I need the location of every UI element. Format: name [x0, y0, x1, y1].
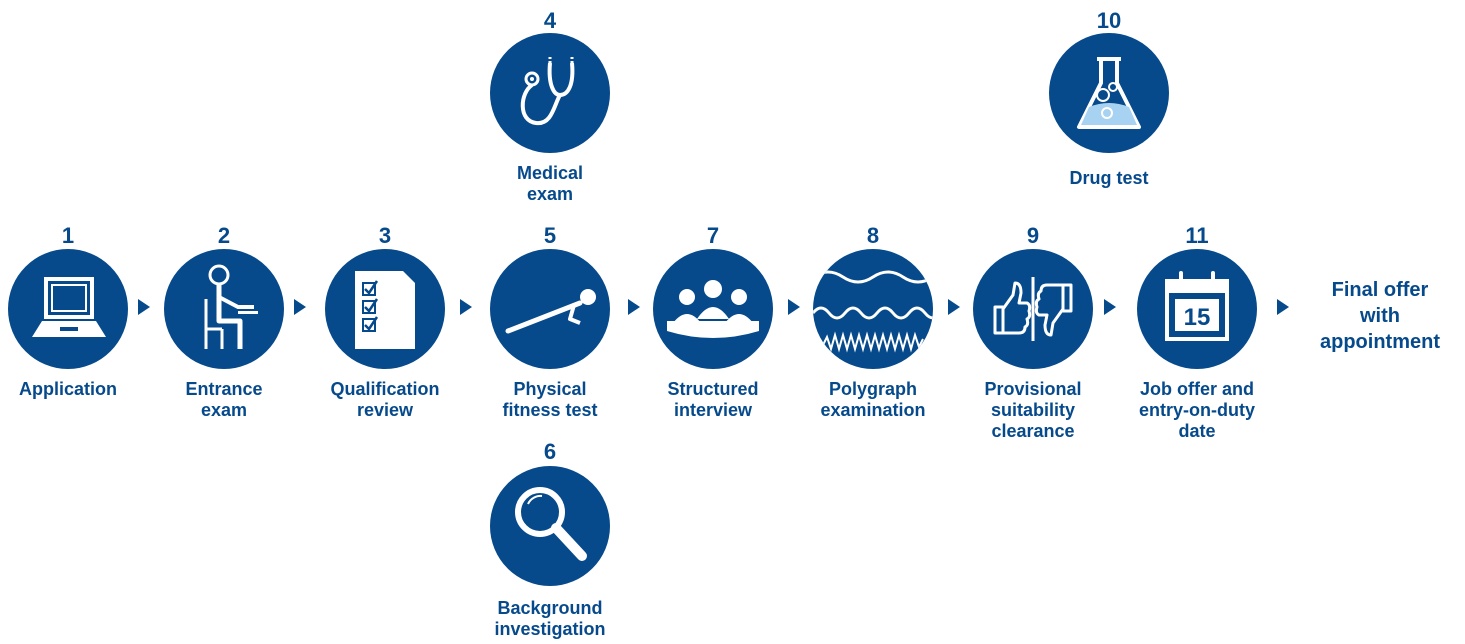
laptop-icon [32, 277, 106, 337]
step-8-label: Polygraph examination [820, 379, 926, 420]
step-10-circle [1049, 33, 1169, 153]
flow-arrow [1104, 299, 1116, 315]
flask-icon [1077, 57, 1141, 129]
calendar-icon: 15 [1165, 271, 1229, 341]
thumbs-up-down-icon [993, 277, 1073, 341]
step-9-number: 9 [1026, 223, 1040, 248]
step-1-label: Application [19, 379, 117, 399]
step-9-circle [973, 249, 1093, 369]
step-7-label: Structured interview [667, 379, 759, 420]
step-6-number: 6 [543, 439, 557, 464]
step-10-label: Drug test [1069, 168, 1149, 188]
step-5-number: 5 [543, 223, 557, 248]
step-3-number: 3 [378, 223, 392, 248]
step-11-number: 11 [1185, 223, 1209, 248]
step-7-circle [653, 249, 773, 369]
step-10-number: 10 [1096, 8, 1122, 33]
step-8-circle [813, 249, 933, 369]
push-up-icon [505, 289, 596, 334]
step-1-number: 1 [61, 223, 75, 248]
step-1-circle [8, 249, 128, 369]
step-11-circle: 15 [1137, 249, 1257, 369]
step-5-circle [490, 249, 610, 369]
calendar-day: 15 [1184, 304, 1211, 331]
flow-arrow [948, 299, 960, 315]
step-2-circle [164, 249, 284, 369]
step-4-label: Medical exam [516, 163, 584, 204]
flow-arrow [628, 299, 640, 315]
step-4-circle [490, 33, 610, 153]
flow-arrow [1277, 299, 1289, 315]
interview-panel-icon [667, 280, 759, 338]
step-4-number: 4 [543, 8, 557, 33]
magnifier-icon [515, 487, 587, 561]
flow-arrow [460, 299, 472, 315]
step-5-label: Physical fitness test [502, 379, 598, 420]
seated-person-icon [204, 264, 258, 349]
step-8-number: 8 [866, 223, 880, 248]
step-2-number: 2 [217, 223, 231, 248]
polygraph-waves-icon [813, 270, 933, 353]
step-9-label: Provisional suitability clearance [984, 379, 1082, 441]
final-offer-label: Final offer with appointment [1320, 279, 1440, 353]
flow-arrow [294, 299, 306, 315]
step-7-number: 7 [706, 223, 720, 248]
step-11-label: Job offer and entry-on-duty date [1139, 379, 1255, 441]
step-6-circle [490, 466, 610, 586]
step-2-label: Entrance exam [185, 379, 263, 420]
step-6-label: Background investigation [494, 598, 606, 639]
checklist-icon [355, 271, 415, 349]
flow-arrow [138, 299, 150, 315]
stethoscope-icon [520, 57, 575, 126]
step-3-label: Qualification review [330, 379, 440, 420]
step-3-circle [325, 249, 445, 369]
flow-arrow [788, 299, 800, 315]
